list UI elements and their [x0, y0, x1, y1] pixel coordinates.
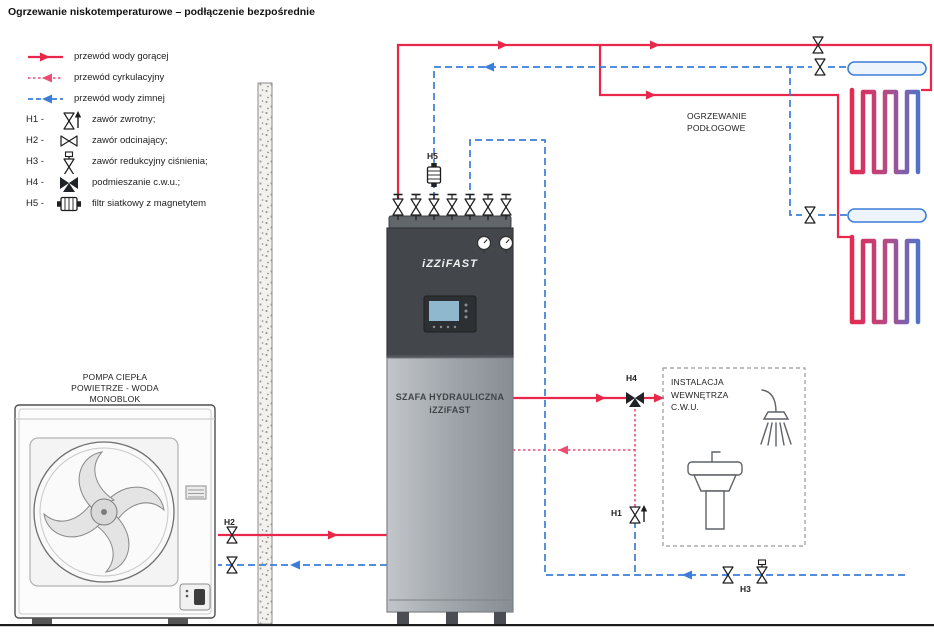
pipes-cold — [218, 66, 905, 576]
magnetic-filter-icon — [56, 196, 82, 211]
legend-line-cold: przewód wody zimnej — [26, 88, 208, 109]
flow-arrow-icon — [558, 445, 568, 455]
legend-label: zawór redukcyjny ciśnienia; — [92, 156, 208, 167]
legend-label: podmieszanie c.w.u.; — [92, 177, 181, 188]
marker-h5: H5 — [427, 151, 438, 161]
legend-line-circulation: przewód cyrkulacyjny — [26, 67, 208, 88]
heating-coil — [849, 87, 921, 175]
legend-symbol-h2: H2 - zawór odcinający; — [26, 130, 208, 151]
flow-arrow-icon — [682, 570, 692, 580]
heat-pump-unit — [14, 404, 216, 624]
legend-line-hot: przewód wody gorącej — [26, 46, 208, 67]
legend-symbol-h4: H4 - podmieszanie c.w.u.; — [26, 172, 208, 193]
cabinet-brand: iZZiFAST — [422, 258, 478, 270]
legend-key: H4 - — [26, 177, 44, 188]
legend-key: H5 - — [26, 198, 44, 209]
floor-heating-panel-top — [847, 61, 927, 175]
legend-key: H1 - — [26, 114, 44, 125]
wall — [257, 82, 273, 625]
flow-arrow-icon — [650, 40, 660, 50]
floor-heating-panel-bottom — [847, 208, 927, 325]
legend-symbol-h3: H3 - zawór redukcyjny ciśnienia; — [26, 150, 208, 174]
magnetic-filter-icon — [426, 162, 442, 188]
cabinet-label: SZAFA HYDRAULICZNA iZZiFAST — [395, 392, 505, 415]
flow-arrow-icon — [498, 40, 508, 50]
legend-label: przewód wody gorącej — [74, 51, 169, 62]
floor-line — [0, 624, 934, 627]
legend-key: H2 - — [26, 135, 44, 146]
check-valve-icon — [629, 504, 648, 524]
shutoff-valve-icon — [814, 58, 826, 76]
legend-symbol-h5: H5 - filtr siatkowy z magnetytem — [26, 193, 208, 214]
floor-heating-label: OGRZEWANIE PODŁOGOWE — [687, 111, 747, 133]
legend-key: H3 - — [26, 156, 44, 167]
mixing-valve-icon — [626, 392, 644, 407]
vent-grille — [185, 485, 207, 500]
flow-arrow-icon — [328, 530, 338, 540]
controller-display — [423, 295, 477, 333]
pipes-hot — [218, 43, 933, 537]
marker-h4: H4 — [626, 373, 637, 383]
circulation-line-icon — [28, 73, 63, 82]
shutoff-valve-icon — [804, 206, 816, 224]
dhw-label: INSTALACJA WEWNĘTRZA C.W.U. — [671, 377, 729, 412]
flow-arrow-icon — [484, 62, 494, 72]
control-box — [179, 583, 211, 611]
shower-icon — [760, 389, 792, 447]
legend-label: zawór odcinający; — [92, 135, 168, 146]
flow-arrow-icon — [596, 393, 606, 403]
pressure-reducer-icon — [756, 559, 768, 584]
page-title: Ogrzewanie niskotemperaturowe – podłącze… — [8, 6, 315, 18]
legend: przewód wody gorącej przewód cyrkulacyjn… — [26, 46, 208, 214]
heating-coil — [849, 234, 921, 325]
legend-label: zawór zwrotny; — [92, 114, 156, 125]
marker-h1: H1 — [611, 508, 622, 518]
dhw-installation-box — [662, 367, 806, 547]
flow-arrow-icon — [646, 90, 656, 100]
heat-pump-label: POMPA CIEPŁA POWIETRZE - WODA MONOBLOK — [71, 372, 159, 404]
cold-water-line-icon — [28, 94, 63, 103]
legend-label: przewód wody zimnej — [74, 93, 165, 104]
marker-h3: H3 — [740, 584, 751, 594]
pipes-circulation — [513, 404, 636, 509]
hot-water-line-icon — [28, 52, 63, 61]
legend-label: przewód cyrkulacyjny — [74, 72, 165, 83]
flow-arrow-icon — [290, 560, 300, 570]
hydraulic-cabinet — [386, 215, 514, 624]
marker-h2: H2 — [224, 517, 235, 527]
legend-label: filtr siatkowy z magnetytem — [92, 198, 207, 209]
fan-icon — [43, 451, 165, 573]
sink-icon — [687, 451, 743, 530]
legend-symbol-h1: H1 - zawór zwrotny; — [26, 109, 208, 130]
